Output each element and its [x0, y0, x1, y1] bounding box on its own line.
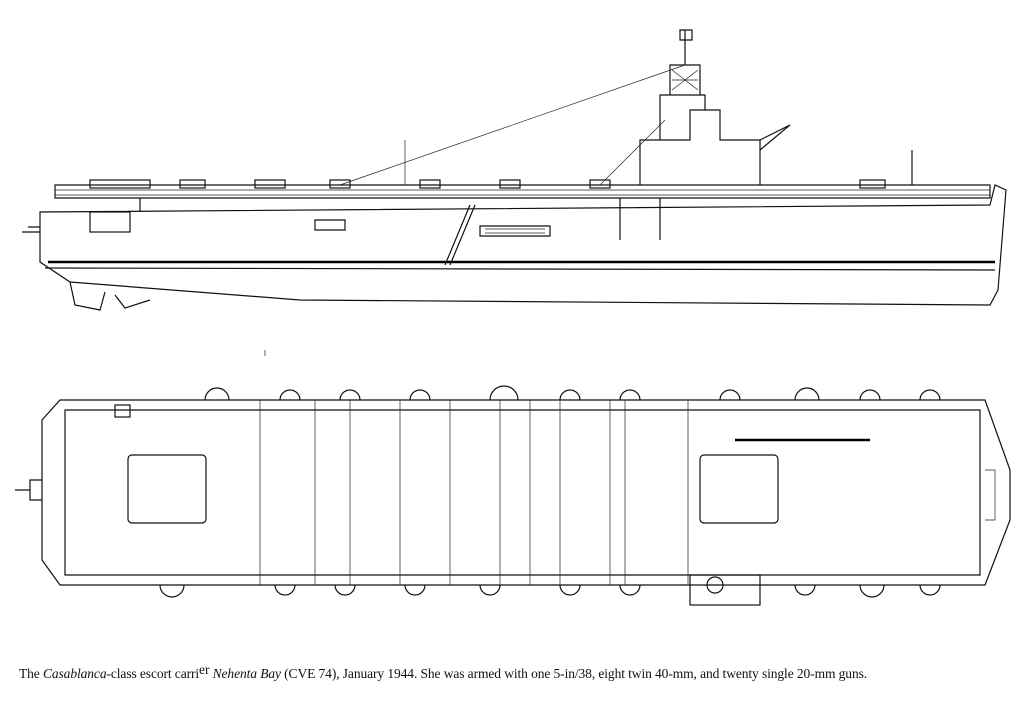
gun-tubs-side [89, 179, 886, 233]
rudder-propeller [69, 281, 151, 311]
gallery-boat [479, 225, 551, 237]
caption-ship-name: Nehenta Bay [212, 666, 281, 681]
rigging [339, 64, 686, 186]
accommodation-ladder [444, 204, 476, 266]
caption-text: -class escort carri [106, 666, 200, 681]
side-profile [22, 29, 1007, 311]
gun-sponsons-plan [159, 385, 941, 598]
crane [759, 124, 791, 151]
flight-deck [54, 184, 991, 199]
aft-elevator [127, 454, 207, 524]
hull-plan-outline [41, 399, 1011, 586]
island [339, 29, 791, 186]
stern-gun-tub [114, 404, 131, 418]
caption-class-name: Casablanca [42, 666, 107, 681]
deck-joints [259, 400, 689, 585]
caption-text: The [19, 666, 43, 681]
ship-drawing [15, 29, 1011, 606]
figure-caption: The Casablanca-class escort carrier Nehe… [19, 662, 868, 682]
mast [679, 29, 693, 65]
flight-deck-plan [64, 409, 981, 576]
stern-gun [15, 479, 42, 501]
caption-text: (CVE 74), January 1944. She was armed wi… [280, 666, 868, 681]
forward-elevator [699, 454, 779, 524]
plan-view [15, 385, 1011, 606]
caption-text: er [199, 662, 213, 677]
island-plan [689, 574, 761, 606]
hull-outline [39, 184, 1007, 306]
